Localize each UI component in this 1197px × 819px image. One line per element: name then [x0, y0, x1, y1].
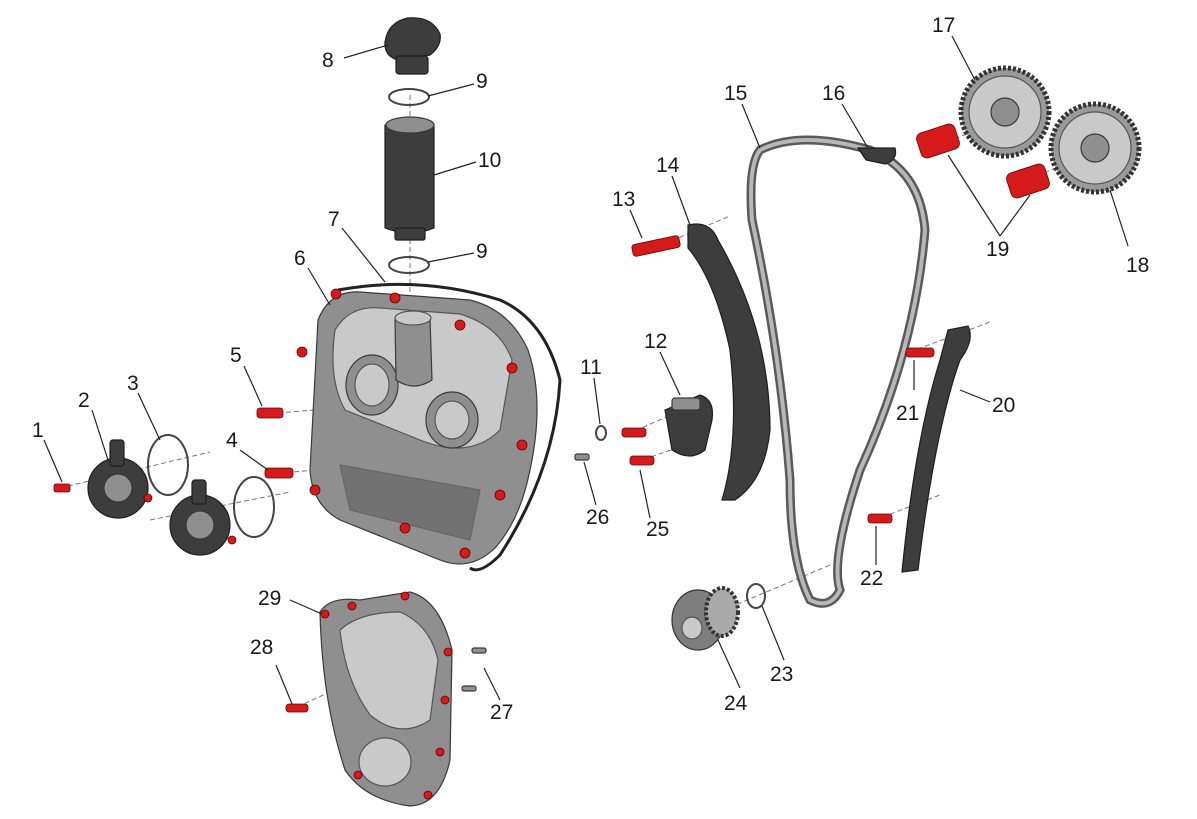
callout-1: 1: [32, 419, 44, 442]
part-guide-bolt-lower: [867, 513, 893, 524]
callout-13: 13: [612, 188, 635, 211]
part-tensioner-guide: [687, 223, 771, 501]
callout-22: 22: [860, 567, 883, 590]
callout-19: 19: [986, 238, 1009, 261]
part-oil-pump-upper: [87, 439, 153, 519]
part-o-ring-lower: [388, 256, 430, 274]
part-fixed-chain-guide: [901, 325, 971, 573]
part-sprocket-bolts: [916, 123, 1050, 199]
part-bolt-1: [53, 483, 71, 493]
part-small-ring: [595, 425, 607, 441]
callout-2: 2: [78, 389, 90, 412]
callout-14: 14: [656, 154, 680, 177]
part-washer: [746, 583, 766, 609]
part-lower-timing-cover: [319, 591, 453, 807]
part-chain-guide-pad: [856, 147, 897, 165]
callout-25: 25: [646, 518, 669, 541]
callout-18: 18: [1126, 254, 1149, 277]
part-seal-ring-lower: [233, 476, 275, 538]
callout-6: 6: [294, 247, 306, 270]
part-guide-bolt: [631, 235, 681, 257]
callout-9-lower: 9: [476, 240, 488, 263]
callout-3: 3: [127, 372, 139, 395]
callout-27: 27: [490, 701, 513, 724]
part-chain-tensioner: [664, 394, 714, 457]
callout-23: 23: [770, 663, 793, 686]
callout-26: 26: [586, 506, 609, 529]
callout-5: 5: [230, 344, 242, 367]
part-o-ring-upper: [388, 88, 430, 106]
callout-4: 4: [226, 429, 238, 452]
callout-labels: 1 2 3 4 5 6 7 8 9 9 10 11 12 13 14 15 16…: [32, 14, 1149, 724]
callout-16: 16: [822, 82, 845, 105]
callout-12: 12: [644, 330, 667, 353]
callout-17: 17: [932, 14, 955, 37]
callout-20: 20: [992, 394, 1015, 417]
part-cover-pins: [461, 647, 487, 692]
part-dowel-pin: [574, 453, 590, 461]
part-crank-sprocket: [671, 586, 740, 651]
callout-21: 21: [896, 402, 919, 425]
part-tensioner-bolts: [621, 427, 655, 466]
part-timing-cover-housing: [309, 291, 538, 565]
leader-lines: [43, 35, 1129, 705]
callout-9-upper: 9: [476, 70, 488, 93]
part-seal-ring-upper: [147, 434, 189, 496]
part-oil-pump-lower: [169, 479, 237, 556]
part-cam-sprocket-upper: [958, 65, 1052, 159]
part-timing-chain: [746, 135, 930, 608]
part-oil-filler-cap: [384, 17, 441, 75]
callout-8: 8: [322, 49, 334, 72]
callout-24: 24: [724, 692, 748, 715]
part-guide-bolt-upper: [905, 347, 935, 358]
part-cam-sprocket-lower: [1048, 101, 1142, 195]
housing-bolts: [296, 288, 528, 559]
callout-11: 11: [580, 356, 602, 379]
callout-15: 15: [724, 82, 747, 105]
part-bolt-5: [256, 407, 284, 419]
part-cover-bolt: [285, 703, 309, 713]
callout-10: 10: [478, 149, 501, 172]
part-filler-tube: [384, 116, 435, 241]
part-cover-gasket: [337, 282, 562, 572]
callout-7: 7: [328, 208, 340, 231]
callout-29: 29: [258, 587, 281, 610]
part-bolt-4: [264, 467, 294, 479]
callout-28: 28: [250, 636, 273, 659]
